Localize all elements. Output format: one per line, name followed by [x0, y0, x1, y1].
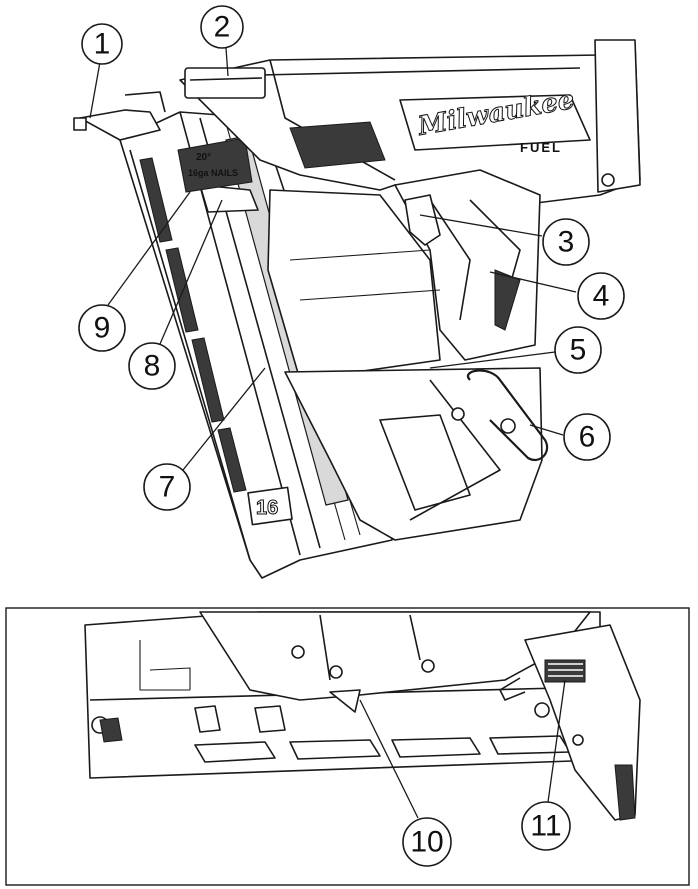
- svg-text:5: 5: [570, 334, 587, 367]
- svg-text:8: 8: [144, 350, 161, 383]
- callout-2: 2: [200, 5, 244, 77]
- nails-label: 16ga NAILS: [188, 168, 238, 178]
- svg-text:10: 10: [410, 826, 443, 859]
- svg-text:2: 2: [214, 11, 231, 44]
- svg-text:11: 11: [530, 810, 561, 843]
- callout-7: 7: [143, 367, 266, 511]
- callout-9: 9: [78, 191, 191, 352]
- gauge-label: 16: [256, 497, 278, 519]
- callout-10: 10: [359, 699, 452, 867]
- angle-label: 20°: [196, 152, 211, 163]
- svg-text:4: 4: [593, 280, 610, 313]
- callout-5: 5: [429, 326, 602, 374]
- svg-text:9: 9: [94, 312, 111, 345]
- callout-11: 11: [521, 679, 571, 851]
- callout-1: 1: [81, 23, 123, 119]
- detail-drawing: [84, 611, 641, 821]
- fuel-label: FUEL: [520, 140, 562, 155]
- callout-8: 8: [128, 199, 223, 390]
- svg-text:6: 6: [579, 421, 596, 454]
- callout-4: 4: [489, 271, 625, 320]
- nailer-tool-drawing: 20° 16ga NAILS 16 Milwaukee FUEL: [73, 39, 641, 579]
- svg-text:7: 7: [159, 471, 176, 504]
- callout-3: 3: [419, 214, 590, 266]
- svg-text:1: 1: [94, 28, 111, 61]
- svg-text:3: 3: [558, 226, 575, 259]
- callout-6: 6: [529, 413, 611, 461]
